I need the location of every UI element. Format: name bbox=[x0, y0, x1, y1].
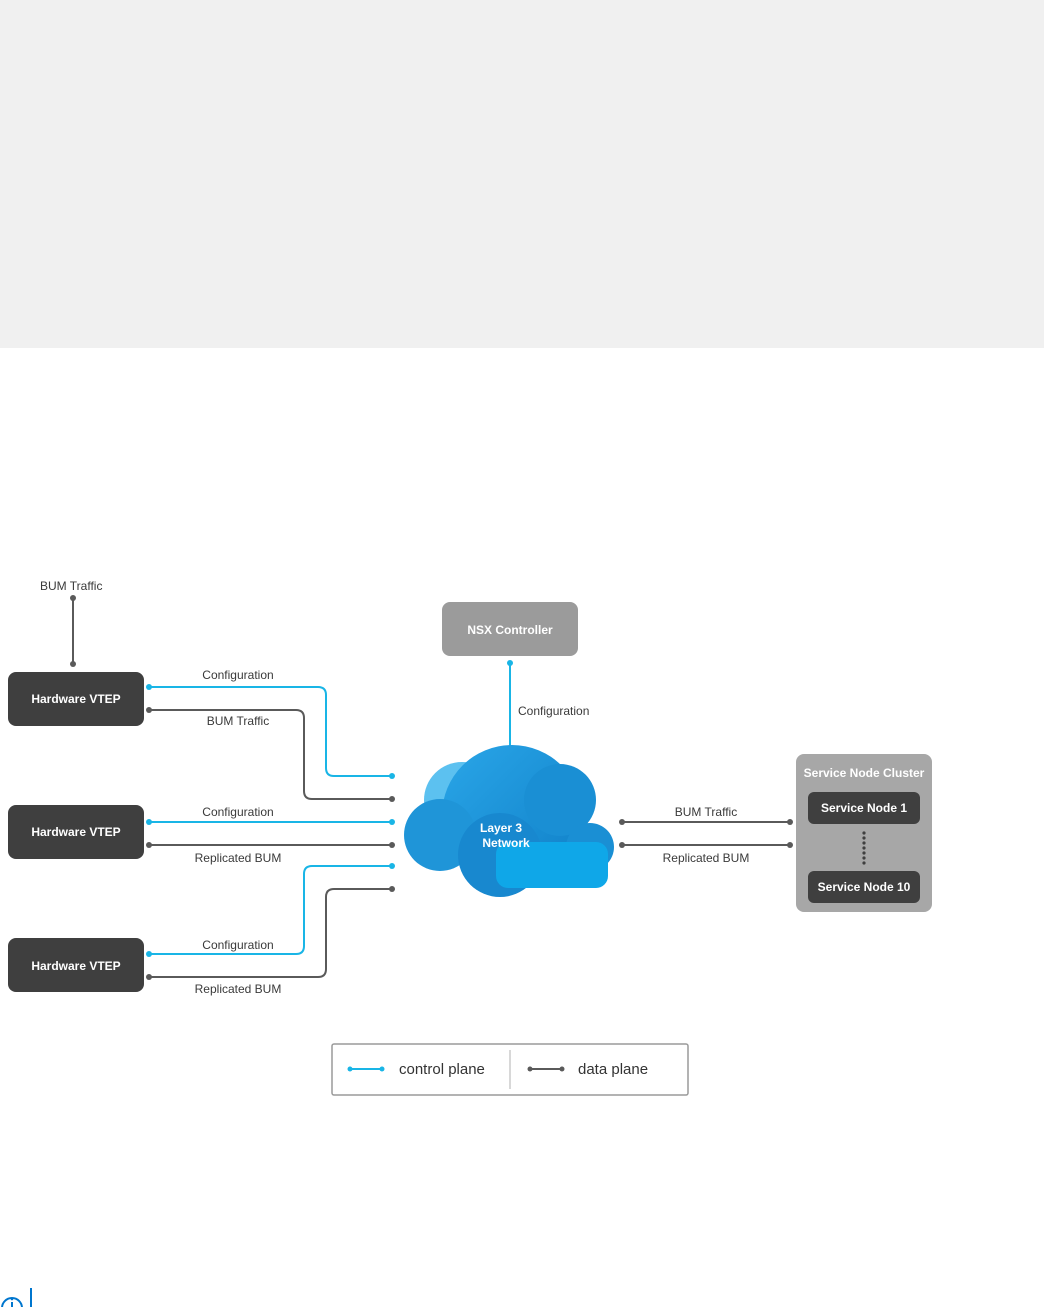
vtep-3-label: Hardware VTEP bbox=[31, 959, 120, 973]
vtep-1-data-line: BUM Traffic bbox=[146, 707, 395, 802]
hardware-vtep-3: Hardware VTEP bbox=[8, 938, 144, 992]
vtep-2-data-label: Replicated BUM bbox=[195, 851, 282, 865]
nsx-controller-label: NSX Controller bbox=[467, 623, 553, 637]
legend-control: control plane bbox=[347, 1061, 485, 1078]
legend-control-label: control plane bbox=[399, 1061, 485, 1078]
vtep-1-data-label: BUM Traffic bbox=[207, 714, 269, 728]
vtep-2-control-line: Configuration bbox=[146, 805, 395, 825]
network-line1: Layer 3 bbox=[480, 821, 522, 835]
vtep-2-data-line: Replicated BUM bbox=[146, 842, 395, 865]
node-ellipsis bbox=[862, 831, 866, 865]
top-bum-label: BUM Traffic bbox=[40, 579, 102, 593]
controller-control-line: Configuration bbox=[507, 660, 589, 763]
network-line2: Network bbox=[482, 836, 530, 850]
vtep-1-label: Hardware VTEP bbox=[31, 692, 120, 706]
service-node-1 bbox=[808, 792, 920, 824]
service-node-10 bbox=[808, 871, 920, 903]
vtep-1-control-line: Configuration bbox=[146, 668, 395, 779]
service-node-cluster: Service Node Cluster Service Node 1 Serv… bbox=[796, 754, 932, 912]
legend-data-label: data plane bbox=[578, 1061, 648, 1078]
top-gray-panel bbox=[0, 0, 1044, 348]
legend: control plane data plane bbox=[331, 1043, 689, 1096]
cluster-bum-line: BUM Traffic bbox=[619, 805, 793, 825]
service-node-1-label: Service Node 1 bbox=[821, 801, 907, 815]
nsx-controller: NSX Controller bbox=[442, 602, 578, 656]
vtep-3-control-line: Configuration bbox=[146, 863, 395, 957]
cluster-replicated-label: Replicated BUM bbox=[663, 851, 750, 865]
layer3-network-cloud: Layer 3 Network bbox=[404, 745, 614, 897]
cluster-bum-label: BUM Traffic bbox=[675, 805, 737, 819]
vtep-2-label: Hardware VTEP bbox=[31, 825, 120, 839]
vtep-3-control-label: Configuration bbox=[202, 938, 273, 952]
vtep-3-data-line: Replicated BUM bbox=[146, 886, 395, 996]
top-bum-link: BUM Traffic bbox=[40, 579, 102, 667]
legend-data: data plane bbox=[527, 1061, 648, 1078]
cluster-title: Service Node Cluster bbox=[804, 766, 925, 780]
vtep-2-control-label: Configuration bbox=[202, 805, 273, 819]
cluster-replicated-line: Replicated BUM bbox=[619, 842, 793, 865]
controller-link-label: Configuration bbox=[518, 704, 589, 718]
hardware-vtep-2: Hardware VTEP bbox=[8, 805, 144, 859]
hardware-vtep-1: Hardware VTEP bbox=[8, 672, 144, 726]
vtep-diagram: BUM Traffic Hardware VTEP Configuration … bbox=[8, 579, 932, 1096]
info-note-marker bbox=[1, 1288, 32, 1307]
vtep-3-data-label: Replicated BUM bbox=[195, 982, 282, 996]
service-node-10-label: Service Node 10 bbox=[818, 880, 911, 894]
vtep-1-control-label: Configuration bbox=[202, 668, 273, 682]
